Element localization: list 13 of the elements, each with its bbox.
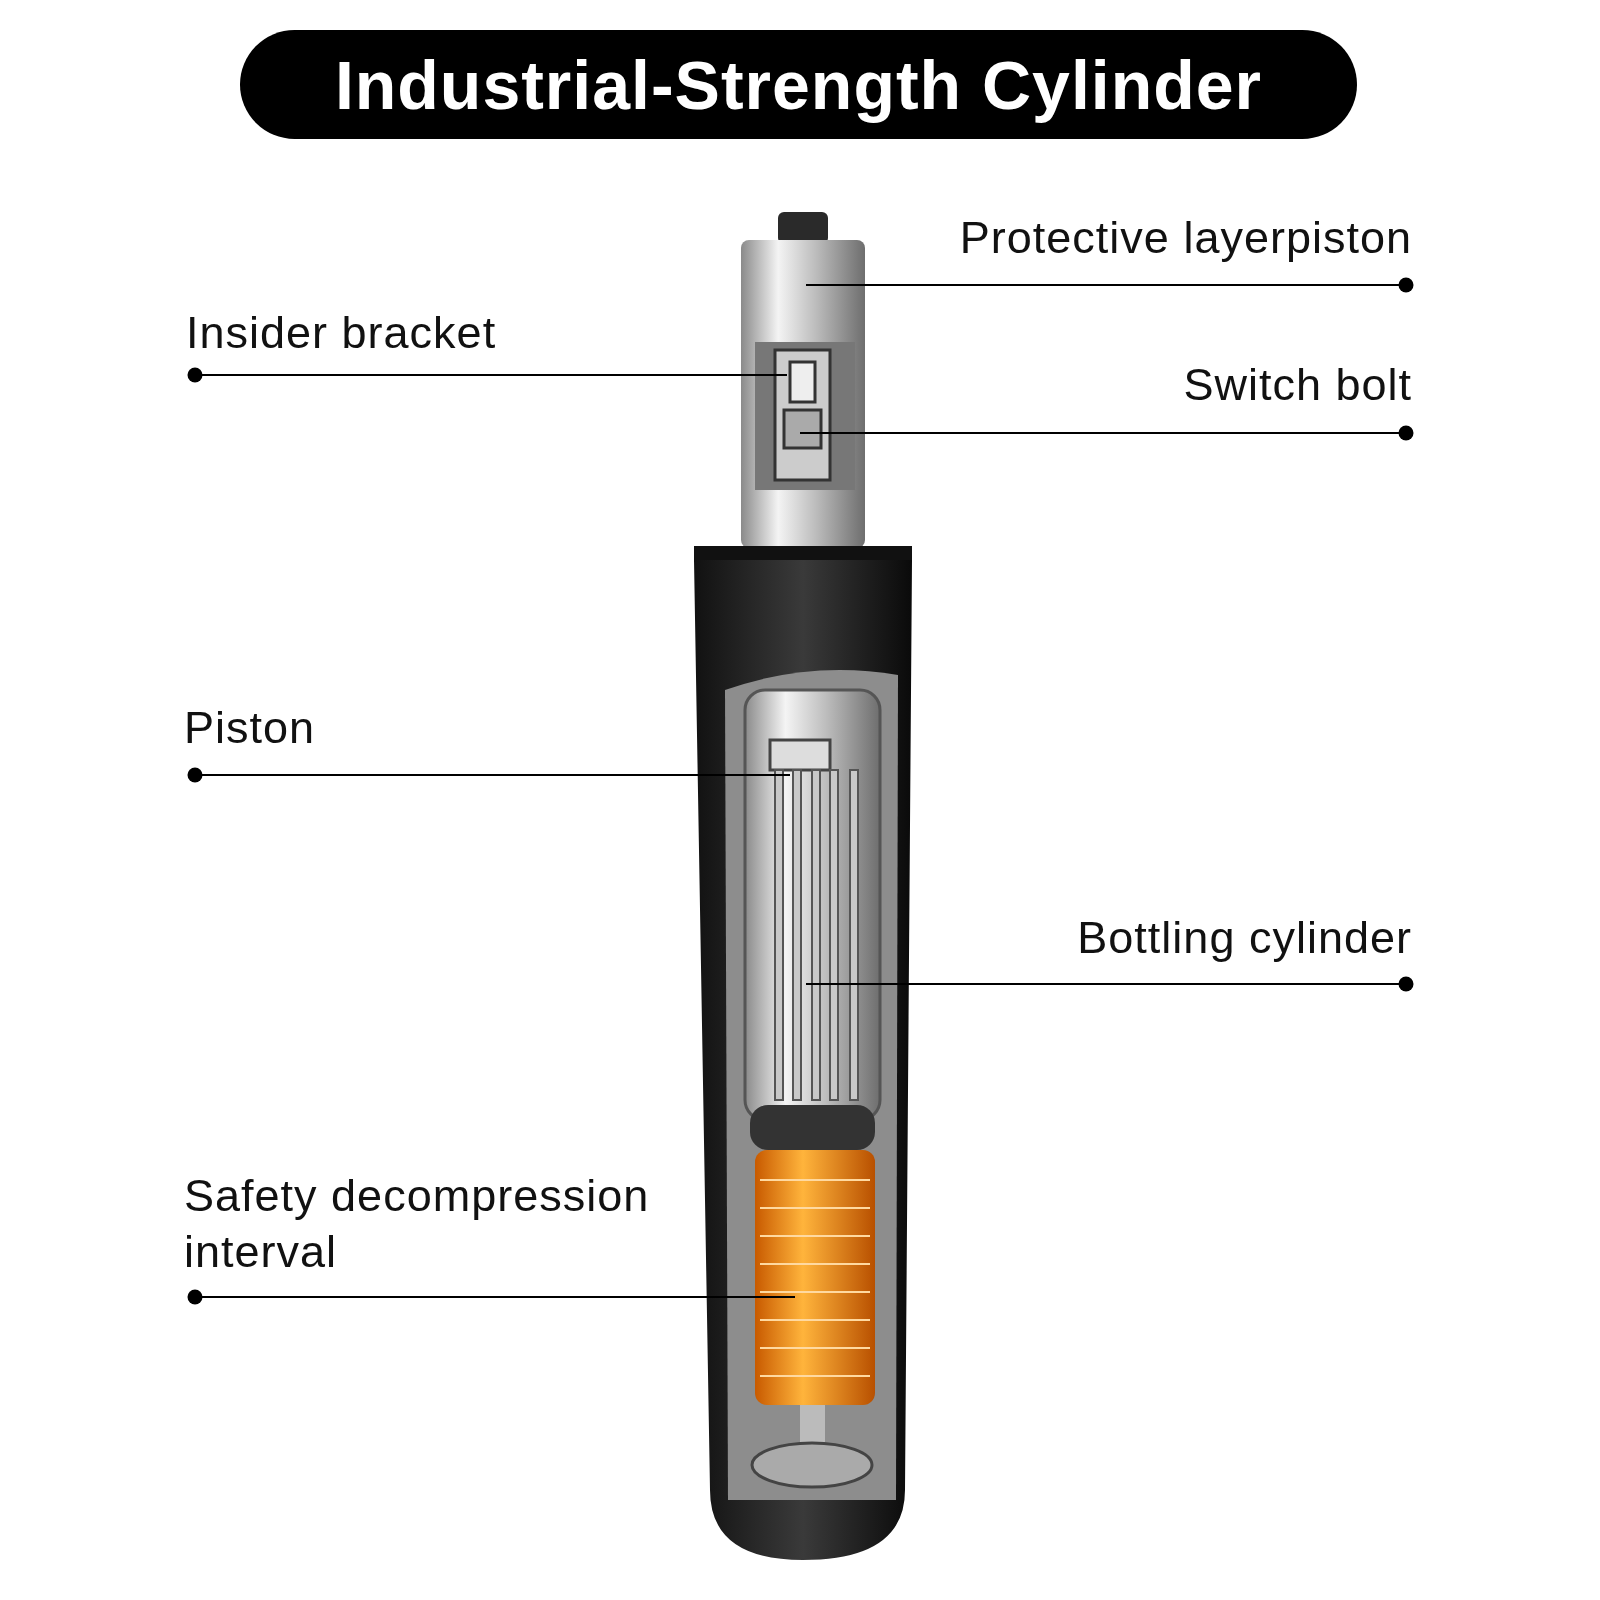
leader-line bbox=[799, 425, 1414, 441]
part-label: Switch bolt bbox=[900, 357, 1412, 414]
part-label: Piston bbox=[184, 700, 744, 757]
leader-line bbox=[187, 1289, 796, 1305]
leader-line bbox=[805, 976, 1414, 992]
part-label: Insider bracket bbox=[186, 305, 746, 362]
title-banner: Industrial-Strength Cylinder bbox=[240, 30, 1357, 139]
leader-line bbox=[805, 277, 1414, 293]
part-label: Protective layerpiston bbox=[880, 210, 1412, 267]
leader-line bbox=[187, 767, 791, 783]
part-label: Bottling cylinder bbox=[880, 910, 1412, 967]
part-label: Safety decompression interval bbox=[184, 1168, 704, 1281]
leader-line bbox=[187, 367, 788, 383]
